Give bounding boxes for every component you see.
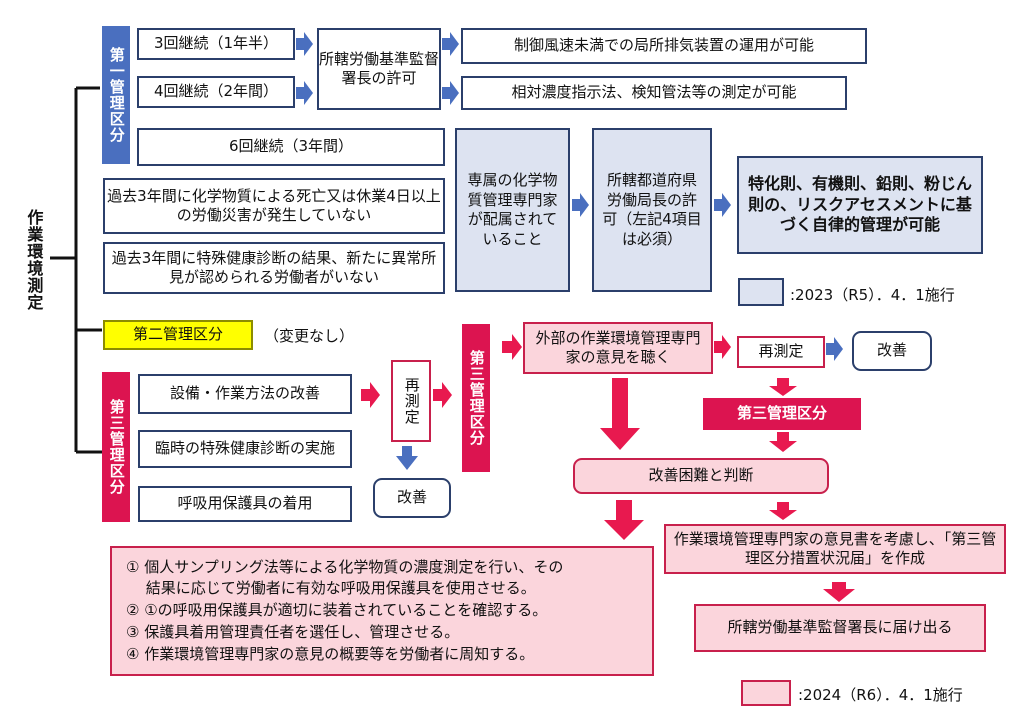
class3-again: 第三管理区分	[703, 398, 861, 430]
class3-wear-respirator: 呼吸用保護具の着用	[138, 486, 352, 522]
autonomous-management: 特化則、有機則、鉛則、粉じん則の、リスクアセスメントに基づく自律的管理が可能	[737, 156, 983, 254]
legend-swatch-r5	[738, 278, 784, 306]
class2-note: （変更なし）	[264, 327, 355, 345]
judged-difficult: 改善困難と判断	[573, 458, 829, 494]
root-bracket	[50, 86, 102, 454]
legend-swatch-r6	[741, 680, 791, 706]
root-label-work-environment-measurement: 作業環境測定	[24, 209, 44, 311]
specialist-assigned: 専属の化学物質管理専門家が配属されていること	[455, 128, 570, 292]
class1-result4: 相対濃度指示法、検知管法等の測定が可能	[461, 76, 847, 110]
class1-label: 第一管理区分	[102, 26, 130, 164]
class3-left-remeasure: 再測定	[391, 360, 431, 442]
measure-item: ③ 保護具着用管理責任者を選任し、管理させる。	[126, 622, 460, 641]
class1-cont4: 4回継続（2年間）	[137, 76, 295, 108]
condition-no-abnormal-findings: 過去3年間に特殊健康診断の結果、新たに異常所見が認められる労働者がいない	[103, 242, 445, 294]
class3-left-improve: 改善	[373, 478, 451, 518]
class3-improve-equipment: 設備・作業方法の改善	[138, 374, 352, 414]
class1-result3: 制御風速未満での局所排気装置の運用が可能	[461, 28, 867, 64]
class3-health-exam: 臨時の特殊健康診断の実施	[138, 430, 352, 468]
red-arrows	[361, 334, 855, 602]
class3-label-right: 第三管理区分	[462, 324, 490, 472]
class2-label: 第二管理区分	[103, 320, 253, 350]
measure-item: 結果に応じて労働者に有効な呼吸用保護具を使用させる。	[126, 579, 536, 598]
measure-item: ① 個人サンプリング法等による化学物質の濃度測定を行い、その	[126, 557, 564, 576]
condition-no-accidents: 過去3年間に化学物質による死亡又は休業4日以上の労働災害が発生していない	[103, 178, 445, 234]
legend-label-r6: :2024（R6）．4．1施行	[798, 686, 963, 704]
measure-item: ② ①の呼吸用保護具が適切に装着されていることを確認する。	[126, 601, 548, 620]
class3-right-improve: 改善	[852, 331, 932, 371]
class1-permit: 所轄労働基準監督署長の許可	[317, 28, 441, 110]
measure-item: ④ 作業環境管理専門家の意見の概要等を労働者に周知する。	[126, 644, 535, 663]
class3-right-remeasure: 再測定	[737, 336, 825, 368]
prepare-status-report: 作業環境管理専門家の意見書を考慮し、「第三管理区分措置状況届」を作成	[664, 524, 1006, 574]
legend-label-r5: :2023（R5）．4．1施行	[790, 286, 955, 304]
prefectural-permit: 所轄都道府県労働局長の許可（左記4項目は必須）	[592, 128, 712, 292]
class1-cont6: 6回継続（3年間）	[137, 128, 445, 166]
class1-cont3: 3回継続（1年半）	[137, 28, 295, 60]
submit-to-labor-office: 所轄労働基準監督署長に届け出る	[694, 604, 986, 652]
class3-label-left: 第三管理区分	[102, 372, 130, 522]
consult-external-expert: 外部の作業環境管理専門家の意見を聴く	[523, 322, 713, 374]
blue-arrows	[296, 32, 843, 470]
class3-measures-list: ① 個人サンプリング法等による化学物質の濃度測定を行い、その 結果に応じて労働者…	[110, 546, 654, 676]
